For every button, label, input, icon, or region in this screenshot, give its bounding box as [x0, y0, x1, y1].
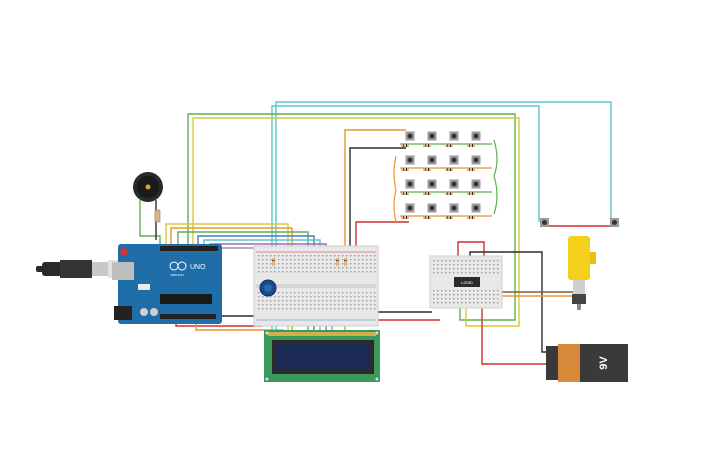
pushbutton-icon [429, 205, 435, 211]
pushbutton-icon [451, 157, 457, 163]
pushbutton-icon [407, 205, 413, 211]
resistor-icon [467, 144, 475, 147]
buzzer[interactable] [133, 172, 163, 223]
pushbutton-icon [429, 181, 435, 187]
keypad-button-r3c1[interactable] [405, 179, 415, 189]
usb-plug-icon[interactable] [36, 260, 122, 278]
keypad-button-r4c3[interactable] [449, 203, 459, 213]
motor-driver-breadboard[interactable]: L293D [429, 255, 503, 309]
pushbutton-icon [473, 205, 479, 211]
chip-label: L293D [461, 280, 473, 285]
resistor-icon [336, 258, 339, 266]
buzzer-icon [145, 184, 151, 190]
limit-switch-right[interactable] [610, 218, 619, 227]
resistor-icon [423, 216, 431, 219]
keypad-button-r2c2[interactable] [427, 155, 437, 165]
l293d-chip[interactable] [454, 277, 480, 287]
pushbutton-icon [612, 220, 617, 225]
keypad-button-r2c1[interactable] [405, 155, 415, 165]
resistor-icon [467, 192, 475, 195]
keypad-button-r4c4[interactable] [471, 203, 481, 213]
pushbutton-icon [451, 133, 457, 139]
pushbutton-icon [451, 205, 457, 211]
resistor-icon [467, 216, 475, 219]
wire-cyan-top[interactable] [275, 101, 612, 330]
keypad-button-r3c4[interactable] [471, 179, 481, 189]
keypad-button-r3c3[interactable] [449, 179, 459, 189]
battery-9v[interactable]: 9V [546, 344, 628, 382]
resistor-icon [401, 216, 409, 219]
wire-black-keypad[interactable] [349, 147, 406, 258]
wire-orange-power[interactable] [195, 322, 284, 331]
resistor-icon [401, 168, 409, 171]
wire-black-battery[interactable] [469, 251, 548, 353]
pushbutton-icon [473, 133, 479, 139]
resistor-icon [423, 144, 431, 147]
pushbutton-icon [473, 157, 479, 163]
keypad-button-r2c4[interactable] [471, 155, 481, 165]
resistor-icon [272, 258, 275, 266]
lcd-16x2-display[interactable] [264, 330, 380, 382]
keypad-button-r3c2[interactable] [427, 179, 437, 189]
driver-board-holes [433, 260, 499, 304]
keypad-button-r1c2[interactable] [427, 131, 437, 141]
keypad-button-r4c2[interactable] [427, 203, 437, 213]
keypad-button-r1c1[interactable] [405, 131, 415, 141]
resistor-icon [423, 168, 431, 171]
pushbutton-icon [542, 220, 547, 225]
dc-motor-icon[interactable] [568, 236, 596, 310]
wire-cyan-mid[interactable] [271, 105, 540, 330]
wire-green-outer[interactable] [187, 113, 516, 321]
pushbutton-icon [429, 133, 435, 139]
lcd-screen [276, 344, 370, 370]
battery-voltage-label: 9V [598, 356, 610, 370]
resistor-icon [401, 192, 409, 195]
keypad-button-r1c3[interactable] [449, 131, 459, 141]
keypad-button-r4c1[interactable] [405, 203, 415, 213]
pushbutton-icon [407, 181, 413, 187]
pushbutton-icon [407, 133, 413, 139]
pushbutton-icon [407, 157, 413, 163]
resistor-icon [467, 168, 475, 171]
potentiometer[interactable] [259, 279, 277, 297]
resistor-icon [445, 216, 453, 219]
resistor-icon [344, 258, 347, 266]
wire-green-buzzer[interactable] [139, 200, 161, 246]
limit-switch-left[interactable] [540, 218, 549, 227]
pushbutton-keypad[interactable] [401, 131, 481, 220]
potentiometer-icon [264, 284, 272, 292]
resistor-icon [445, 168, 453, 171]
pushbutton-icon [429, 157, 435, 163]
arduino-uno-board[interactable]: UNO ARDUINO [112, 244, 222, 324]
resistor-icon [401, 144, 409, 147]
resistor-icon [445, 144, 453, 147]
arduino-sub-label: ARDUINO [170, 273, 185, 277]
pushbutton-icon [451, 181, 457, 187]
wire-yellow-outer[interactable] [192, 117, 520, 327]
keypad-button-r2c3[interactable] [449, 155, 459, 165]
resistor-icon [445, 192, 453, 195]
breadboard-holes [258, 255, 376, 310]
keypad-button-r1c4[interactable] [471, 131, 481, 141]
arduino-brand-label: UNO [190, 264, 206, 271]
pushbutton-icon [473, 181, 479, 187]
resistor-icon [423, 192, 431, 195]
